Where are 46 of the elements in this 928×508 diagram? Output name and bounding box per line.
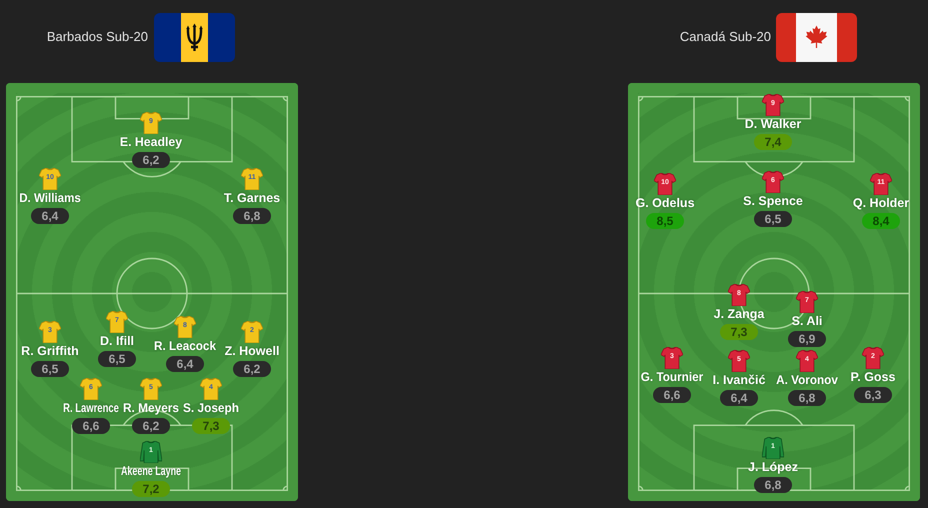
player-name: S. Ali [792,314,822,329]
player-name: R. Meyers [122,401,180,416]
rating-badge: 6,2 [132,152,170,168]
rating-badge: 6,8 [754,477,792,493]
rating-badge: 6,6 [72,418,110,434]
player-name: D. Walker [744,117,802,132]
player-name: Q. Holder [852,196,910,211]
rating-badge: 6,2 [233,361,271,377]
rating-badge: 6,5 [98,351,136,367]
rating-badge: 6,5 [31,361,69,377]
rating-badge: 6,3 [854,387,892,403]
player-name: A. Voronov [776,373,838,388]
player-name: T. Garnes [224,191,280,206]
player-name: G. Tournier [640,370,704,385]
player-name: S. Spence [743,194,803,209]
player-name: Akeene Layne [120,464,182,479]
rating-badge: 6,2 [132,418,170,434]
team-name: Canadá Sub-20 [680,29,771,45]
team-name: Barbados Sub-20 [46,29,148,45]
rating-badge: 8,5 [646,213,684,229]
rating-badge: 6,6 [653,387,691,403]
player-name: G. Odelus [635,196,695,211]
player-name: I. Ivančić [712,373,766,388]
player-name: J. Zanga [714,307,764,322]
rating-badge: 6,8 [788,390,826,406]
rating-badge: 8,4 [862,213,900,229]
rating-badge: 6,4 [720,390,758,406]
player-name: J. López [748,460,798,475]
rating-badge: 7,4 [754,134,792,150]
player-name: E. Headley [120,135,182,150]
player-name: Z. Howell [224,344,280,359]
rating-badge: 7,2 [132,481,170,497]
rating-badge: 6,8 [233,208,271,224]
player-name: R. Leacock [154,339,216,354]
rating-badge: 6,4 [31,208,69,224]
rating-badge: 6,9 [788,331,826,347]
rating-badge: 7,3 [720,324,758,340]
player-name: P. Goss [850,370,896,385]
rating-badge: 6,4 [166,356,204,372]
player-name: S. Joseph [182,401,240,416]
player-name: D. Williams [19,191,81,206]
rating-badge: 7,3 [192,418,230,434]
player-name: R. Griffith [21,344,79,359]
player-name: D. Ifill [100,334,134,349]
rating-badge: 6,5 [754,211,792,227]
player-name: R. Lawrence [63,401,119,416]
